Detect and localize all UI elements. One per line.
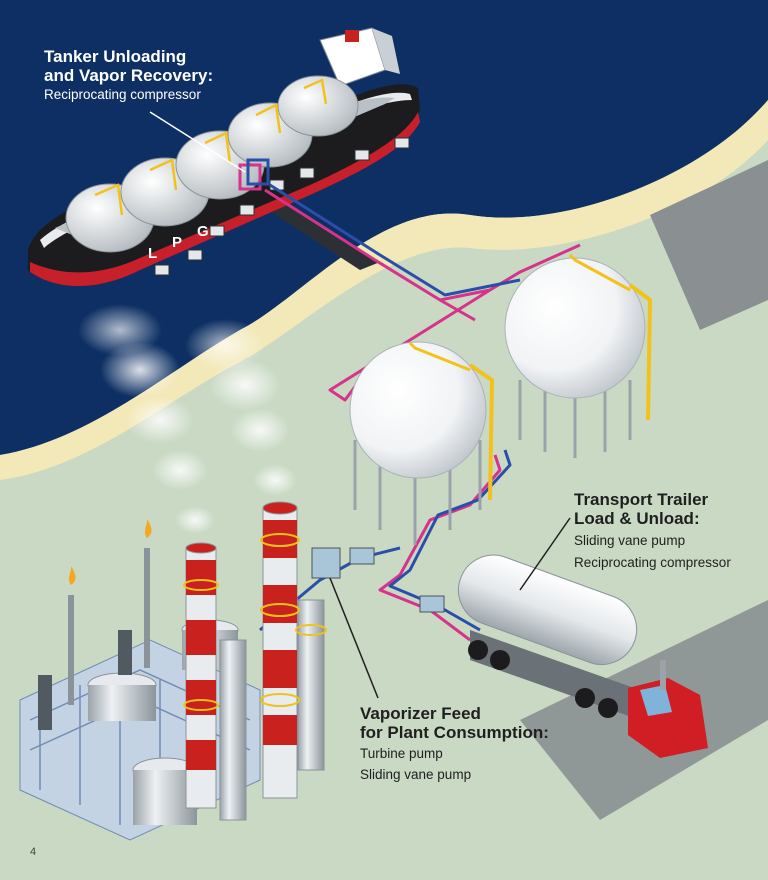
smoke-stack-right <box>262 501 298 799</box>
trailer-leader <box>519 517 571 591</box>
pump-boxes <box>311 547 445 613</box>
smoke-plumes <box>78 304 297 534</box>
callout-item: Sliding vane pump <box>360 767 472 782</box>
lpg-tanker: L P G <box>28 27 420 287</box>
callout-title-line: Load & Unload: <box>574 509 700 528</box>
callout-title-line: Tanker Unloading <box>44 47 187 66</box>
liquid-pipe <box>269 183 521 297</box>
beach <box>0 100 768 480</box>
road-upper <box>650 160 768 330</box>
page-number: 4 <box>30 846 37 858</box>
smoke-stack-left <box>185 542 217 809</box>
storage-sphere-back <box>504 253 653 458</box>
callout-item: Reciprocating compressor <box>44 87 201 102</box>
callout-title-line: Transport Trailer <box>574 490 709 509</box>
callout-title-line: for Plant Consumption: <box>360 723 549 742</box>
callout-tanker-unloading: Tanker Unloading and Vapor Recovery: Rec… <box>44 47 213 104</box>
callout-vaporizer-feed: Vaporizer Feed for Plant Consumption: Tu… <box>360 704 549 784</box>
callout-transport-trailer: Transport Trailer Load & Unload: Sliding… <box>574 490 731 572</box>
storage-sphere-front <box>349 341 495 545</box>
ship-letter-p: P <box>172 234 182 251</box>
vaporizer-leader <box>329 577 379 699</box>
ship-letter-l: L <box>148 245 157 262</box>
tanker-leader <box>149 111 246 173</box>
refinery-plant <box>19 501 327 841</box>
callout-item: Sliding vane pump <box>574 533 686 548</box>
callout-item: Reciprocating compressor <box>574 555 731 570</box>
callout-title-line: and Vapor Recovery: <box>44 66 214 85</box>
transport-truck <box>457 554 708 758</box>
callout-item: Turbine pump <box>360 746 443 761</box>
leader-lines <box>149 111 246 173</box>
cargo-domes <box>65 75 359 253</box>
ship-letter-g: G <box>197 223 209 240</box>
callout-title-line: Vaporizer Feed <box>360 704 481 723</box>
